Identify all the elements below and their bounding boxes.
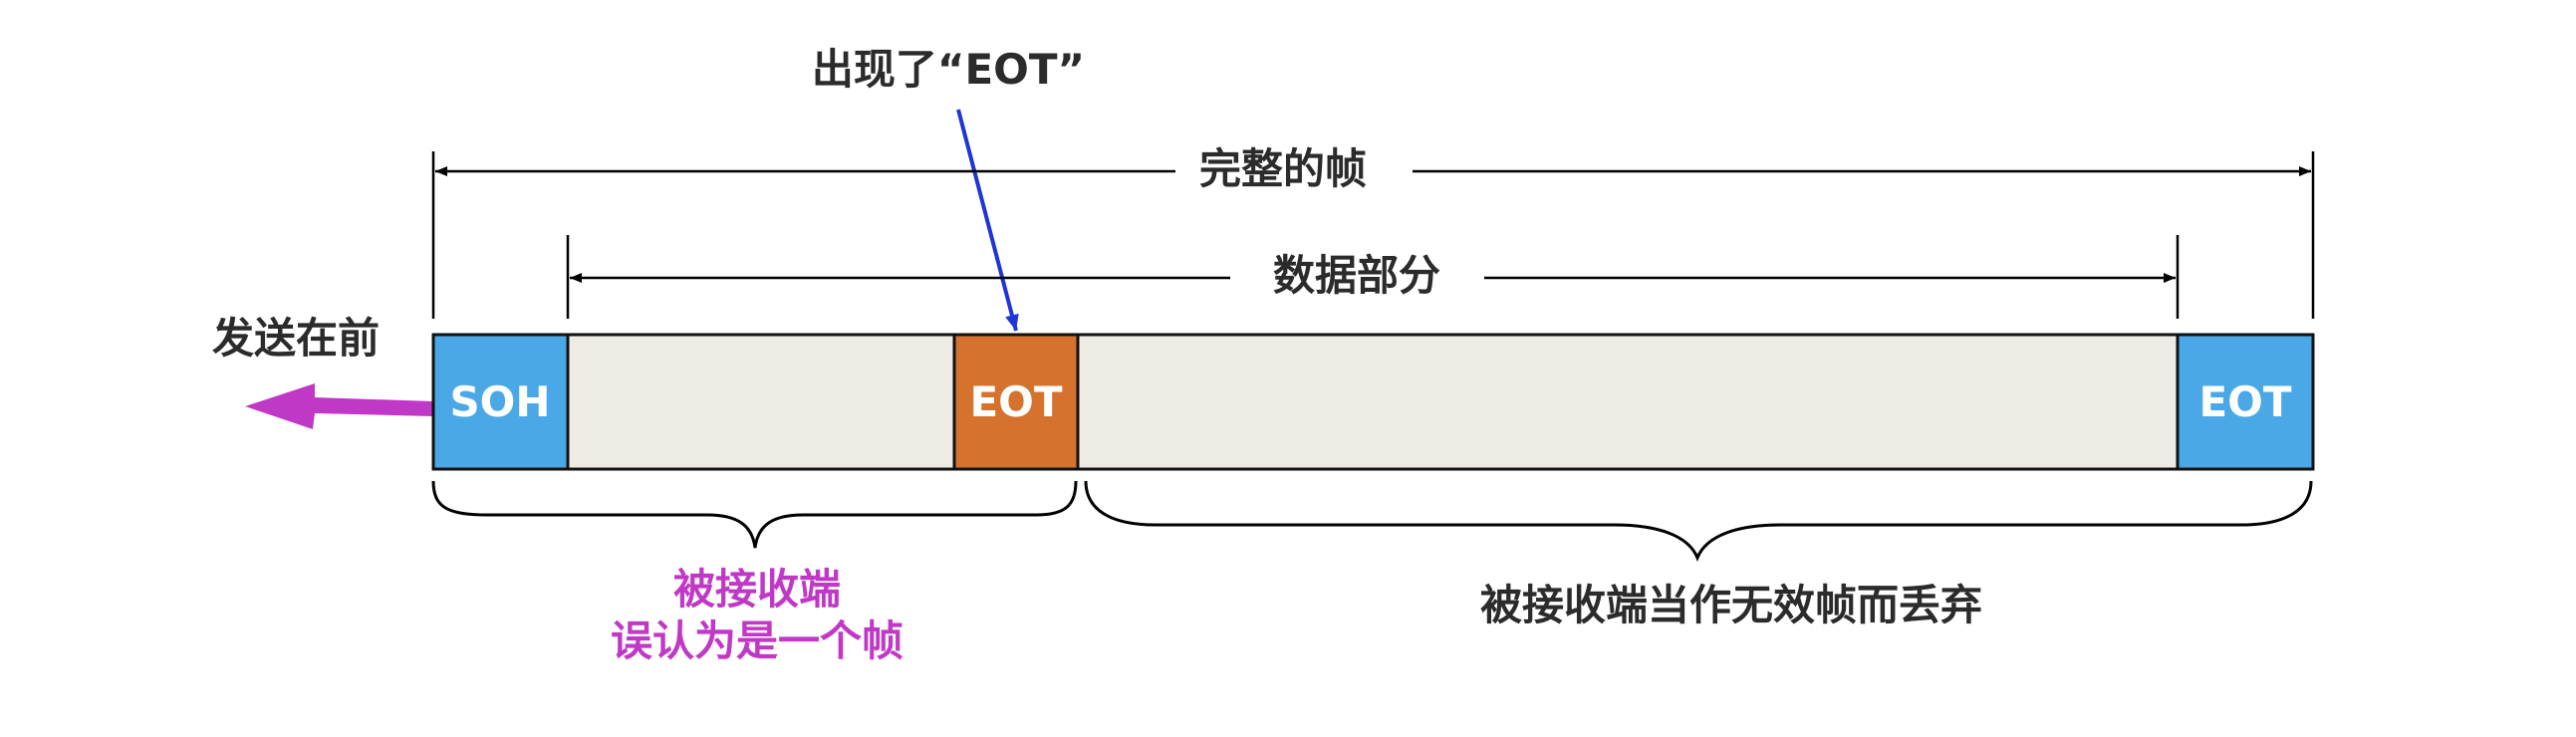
right-brace-label: 被接收端当作无效帧而丢弃: [1480, 581, 1982, 629]
right-brace: [1084, 480, 2313, 562]
eot-pointer-arrow: [956, 109, 1019, 332]
eot-end-field-label: EOT: [2198, 377, 2291, 426]
left-brace-label-line2: 误认为是一个帧: [611, 616, 903, 665]
soh-field: [431, 333, 570, 471]
left-brace: [431, 480, 1078, 549]
eot-middle-field: [952, 333, 1080, 471]
send-first-label: 发送在前: [212, 314, 380, 363]
soh-field-label: SOH: [449, 377, 550, 426]
eot-occurrence-annotation: 出现了“EOT”: [812, 45, 1085, 94]
eot-end-field: [2176, 333, 2315, 471]
data-field-left: [566, 333, 956, 471]
left-brace-label-line1: 被接收端: [673, 565, 841, 614]
send-direction-arrow: [245, 383, 433, 429]
data-part-label: 数据部分: [1273, 251, 1440, 300]
data-field-right: [1076, 333, 2180, 471]
full-frame-label: 完整的帧: [1199, 144, 1367, 193]
eot-middle-field-label: EOT: [969, 377, 1062, 426]
